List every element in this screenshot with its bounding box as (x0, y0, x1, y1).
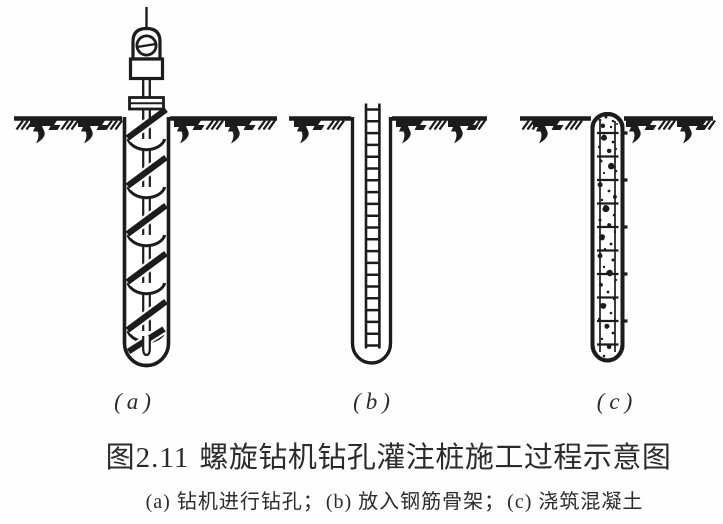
panel-b-rebar-cage (350, 103, 393, 365)
figure-number: 图2.11 (105, 442, 190, 474)
drill-machine-head (128, 7, 165, 120)
panel-label-c: (c) (596, 389, 638, 414)
subcaption-part-a: (a) 钻机进行钻孔； (145, 491, 324, 513)
figure-title: 图2.11 螺旋钻机钻孔灌注桩施工过程示意图 (106, 434, 672, 476)
concrete-aggregate-texture (596, 115, 618, 361)
panel-a-drilling-rig (122, 7, 171, 368)
rebar-ladder (364, 103, 381, 349)
figure-title-text: 螺旋钻机钻孔灌注桩施工过程示意图 (199, 442, 672, 474)
construction-process-diagram (14, 7, 717, 368)
panel-label-b: (b) (353, 389, 395, 414)
figure-subcaption: (a) 钻机进行钻孔；(b) 放入钢筋骨架；(c) 浇筑混凝土 (146, 485, 646, 514)
panel-label-a: (a) (114, 389, 156, 414)
panel-c-concrete-pile (590, 112, 628, 363)
subcaption-part-c: (c) 浇筑混凝土 (507, 491, 644, 513)
subcaption-part-b: (b) 放入钢筋骨架； (325, 491, 506, 513)
